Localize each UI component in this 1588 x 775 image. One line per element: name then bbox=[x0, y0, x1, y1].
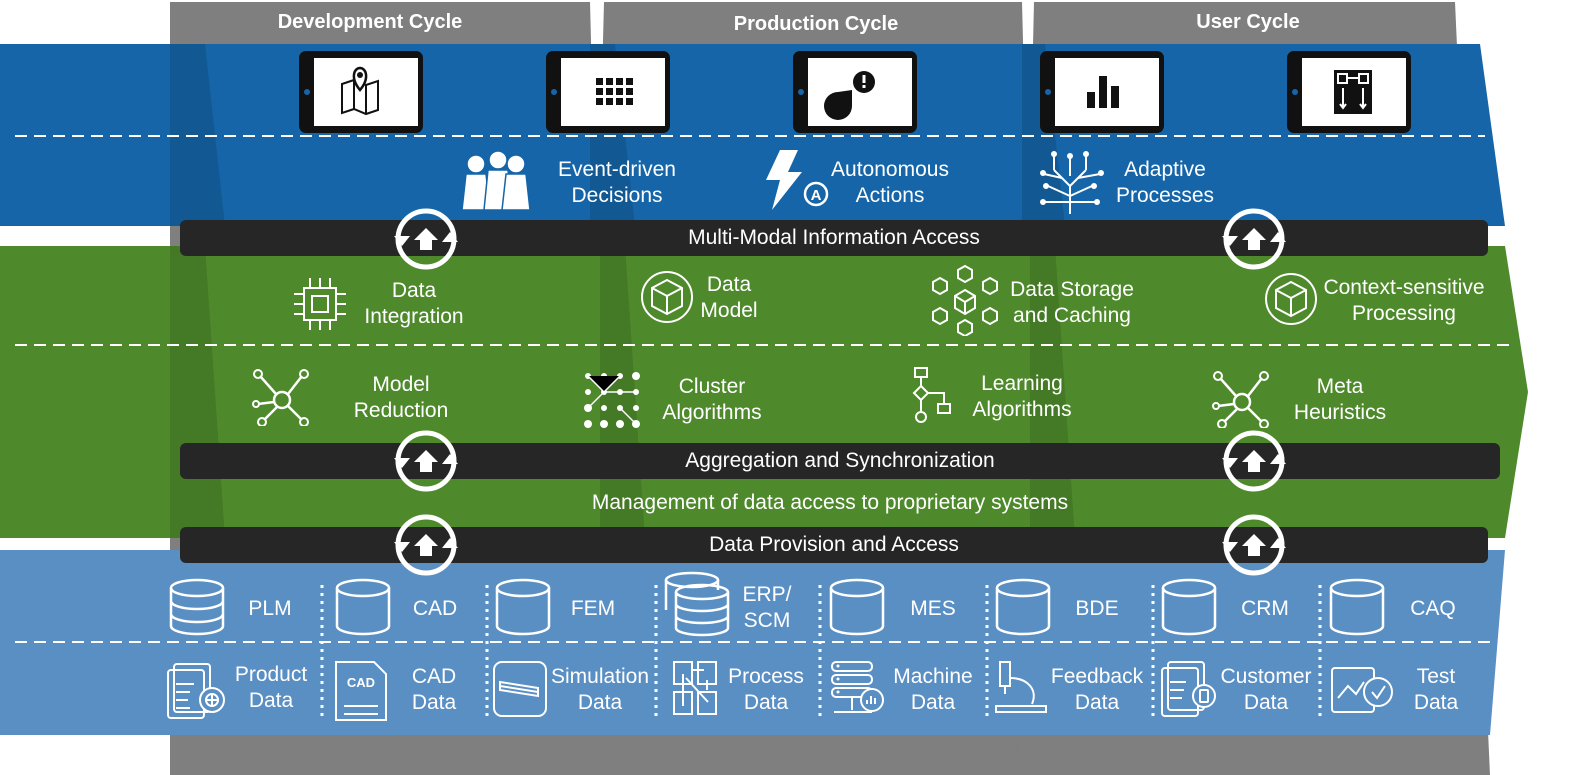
label-data-integration: Data Integration bbox=[364, 279, 464, 328]
network-node-icon bbox=[1212, 371, 1269, 428]
db-label-bde: BDE bbox=[1075, 597, 1119, 620]
db-label-erp-scm: ERP/ SCM bbox=[742, 583, 792, 632]
sync-icon bbox=[1222, 514, 1286, 576]
label-meta-heuristics: Meta Heuristics bbox=[1293, 375, 1387, 424]
database-icon bbox=[335, 578, 391, 636]
data-label-test: Test Data bbox=[1413, 665, 1459, 714]
db-label-plm: PLM bbox=[248, 597, 292, 620]
customer-icon bbox=[1161, 661, 1216, 717]
data-label-product: Product Data bbox=[234, 663, 308, 712]
cycle-header-development: Development Cycle bbox=[277, 11, 463, 33]
network-node-icon bbox=[252, 369, 309, 426]
database-icon bbox=[169, 578, 225, 636]
sync-icon bbox=[1222, 430, 1286, 492]
chess-pawns-icon bbox=[461, 150, 531, 211]
database-icon bbox=[1161, 578, 1217, 636]
cycle-header-production: Production Cycle bbox=[733, 13, 899, 35]
label-cluster-algorithms: Cluster Algorithms bbox=[662, 375, 762, 424]
cube-network-icon bbox=[932, 264, 998, 336]
db-label-cad: CAD bbox=[412, 597, 458, 620]
database-column-dividers bbox=[320, 585, 1322, 720]
circuit-tree-icon bbox=[1040, 151, 1104, 214]
label-data-model: Data Model bbox=[700, 273, 758, 322]
flowchart-icon bbox=[912, 367, 951, 423]
chip-icon bbox=[294, 278, 346, 330]
database-stack-icon bbox=[664, 571, 730, 637]
label-event-driven-decisions: Event-driven Decisions bbox=[558, 158, 676, 207]
data-label-customer: Customer Data bbox=[1220, 665, 1312, 714]
simulation-icon bbox=[493, 661, 547, 717]
label-context-sensitive-processing: Context-sensitive Processing bbox=[1323, 276, 1485, 325]
lightning-autonomous-icon: A bbox=[766, 150, 829, 210]
data-label-cad: CAD Data bbox=[411, 665, 457, 714]
label-learning-algorithms: Learning Algorithms bbox=[972, 372, 1072, 421]
db-label-crm: CRM bbox=[1241, 597, 1289, 620]
db-label-caq: CAQ bbox=[1410, 597, 1456, 620]
database-icon bbox=[995, 578, 1051, 636]
cube-circle-icon bbox=[1265, 273, 1317, 325]
cube-icon bbox=[641, 271, 693, 323]
cad-document-icon: CAD bbox=[335, 661, 387, 721]
tablet-map-pin-icon bbox=[299, 51, 423, 133]
db-label-mes: MES bbox=[910, 597, 956, 620]
microscope-icon bbox=[995, 661, 1047, 713]
dot-grid-icon bbox=[584, 372, 640, 428]
label-autonomous-actions: Autonomous Actions bbox=[831, 158, 949, 207]
label-management-data-access: Management of data access to proprietary… bbox=[591, 491, 1069, 514]
tablet-flow-icon bbox=[1287, 51, 1411, 133]
server-icon bbox=[831, 661, 884, 713]
sync-icon bbox=[394, 514, 458, 576]
product-data-icon bbox=[167, 663, 225, 719]
cad-badge: CAD bbox=[347, 675, 375, 690]
tablet-grid-icon bbox=[546, 51, 670, 133]
bar-data-provision-access: Data Provision and Access bbox=[180, 527, 1488, 563]
label-model-reduction: Model Reduction bbox=[353, 373, 449, 422]
bar-aggregation-synchronization: Aggregation and Synchronization bbox=[180, 443, 1500, 479]
tablet-pie-alert-icon bbox=[793, 51, 917, 133]
svg-text:A: A bbox=[811, 187, 822, 204]
layer-bottom-band bbox=[0, 550, 1505, 735]
process-icon bbox=[673, 661, 717, 715]
db-label-fem: FEM bbox=[570, 597, 616, 620]
sync-icon bbox=[394, 208, 458, 270]
tablet-bar-chart-icon bbox=[1040, 51, 1164, 133]
bar-multimodal-information-access: Multi-Modal Information Access bbox=[180, 220, 1488, 256]
label-data-storage-caching: Data Storage and Caching bbox=[1010, 278, 1134, 327]
cycle-header-user: User Cycle bbox=[1196, 11, 1300, 33]
data-label-simulation: Simulation Data bbox=[550, 665, 650, 714]
data-label-process: Process Data bbox=[728, 665, 804, 714]
data-label-feedback: Feedback Data bbox=[1050, 665, 1144, 714]
sync-icon bbox=[394, 430, 458, 492]
sync-icon bbox=[1222, 208, 1286, 270]
database-icon bbox=[495, 578, 551, 636]
test-icon bbox=[1331, 667, 1393, 713]
database-icon bbox=[1329, 578, 1385, 636]
data-label-machine: Machine Data bbox=[893, 665, 973, 714]
database-icon bbox=[829, 578, 885, 636]
label-adaptive-processes: Adaptive Processes bbox=[1115, 158, 1215, 207]
